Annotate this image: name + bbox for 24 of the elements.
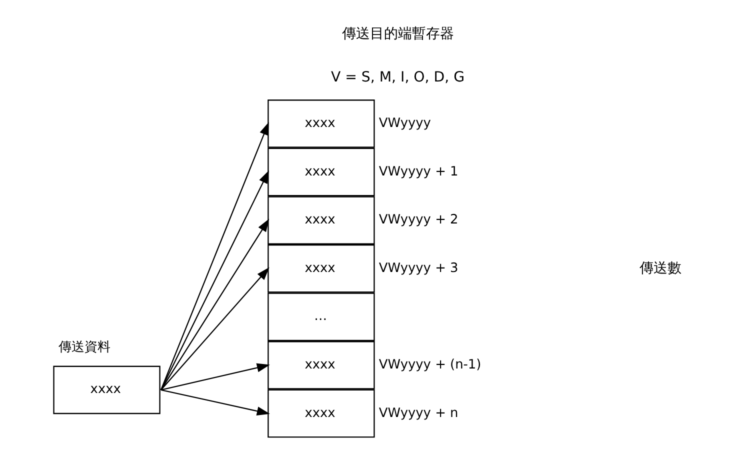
label: V = S, M, I, O, D, G (330, 69, 464, 86)
arrow (160, 389, 270, 416)
node-box: … (267, 292, 374, 342)
arrow (160, 122, 268, 390)
label: 傳送目的端暫存器 (341, 26, 454, 42)
node-label: VWyyyy + 3 (378, 260, 458, 276)
arrow (160, 218, 269, 390)
arrow (160, 170, 268, 390)
node-label: VWyyyy + n (378, 406, 458, 421)
node-label: 傳送資料 (58, 340, 110, 355)
node-label: VWyyyy + 2 (378, 212, 458, 228)
arrow (160, 267, 269, 390)
node-label: VWyyyy + (n-1) (378, 357, 481, 372)
label: 傳送數 (638, 260, 681, 276)
node-label: VWyyyy (378, 116, 430, 131)
node-label: VWyyyy + 1 (378, 164, 458, 180)
node-box: xxxx (52, 366, 160, 414)
node-box: xxxx (267, 148, 374, 196)
node-box: xxxx (267, 341, 374, 390)
node-box: xxxx (267, 244, 374, 293)
arrow (160, 363, 270, 390)
node-box: xxxx (267, 100, 374, 148)
node-box: xxxx (267, 389, 374, 438)
node-box: xxxx (267, 196, 374, 244)
